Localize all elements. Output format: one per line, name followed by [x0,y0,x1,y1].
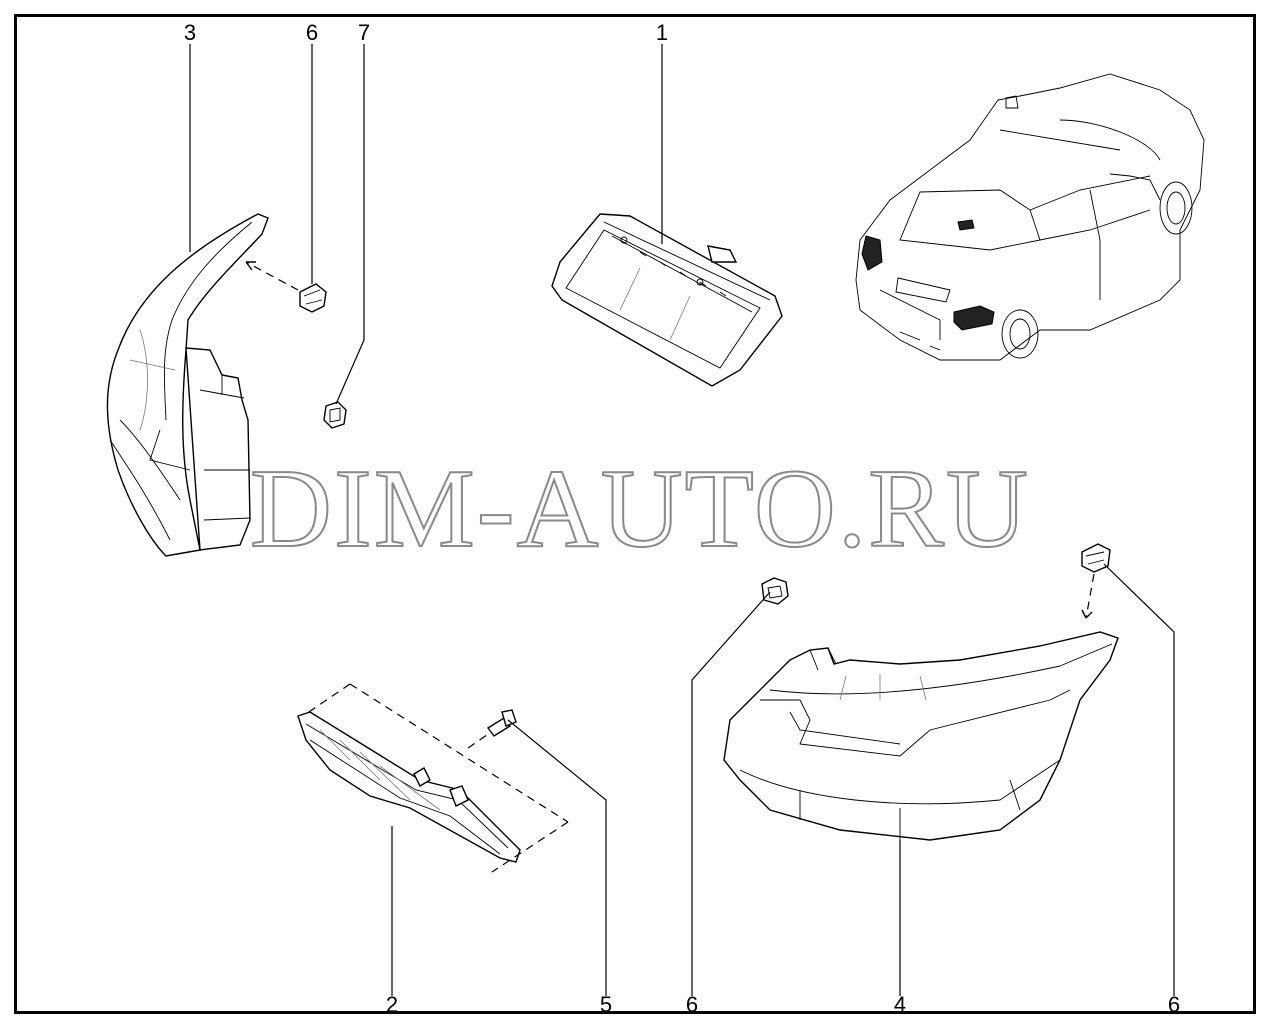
part-6-clip-top [245,261,327,313]
callout-6-top: 6 [306,20,318,45]
callout-5: 5 [600,992,612,1017]
callout-6-bottom-left: 6 [686,992,698,1017]
callout-1: 1 [656,20,668,45]
part-2-reflector-lamp [297,683,569,873]
part-1-high-mount-stop-lamp [551,213,783,387]
callout-7: 7 [358,20,370,45]
callout-2: 2 [386,992,398,1017]
part-5-screw [486,709,517,737]
callout-6-bottom-right: 6 [1168,992,1180,1017]
leader-lines [189,44,1175,996]
part-6-nut-middle [761,577,789,605]
callout-4: 4 [894,992,906,1017]
part-3-left-tail-lamp [106,213,269,557]
callout-3: 3 [184,20,196,45]
part-4-right-tail-lamp [723,631,1119,841]
watermark-text: DIM-AUTO.RU [250,447,1030,571]
diagram-border [14,14,1256,1014]
part-7-nut [323,401,347,429]
car-rear-view [855,73,1205,361]
part-6-clip-right [1081,543,1111,619]
